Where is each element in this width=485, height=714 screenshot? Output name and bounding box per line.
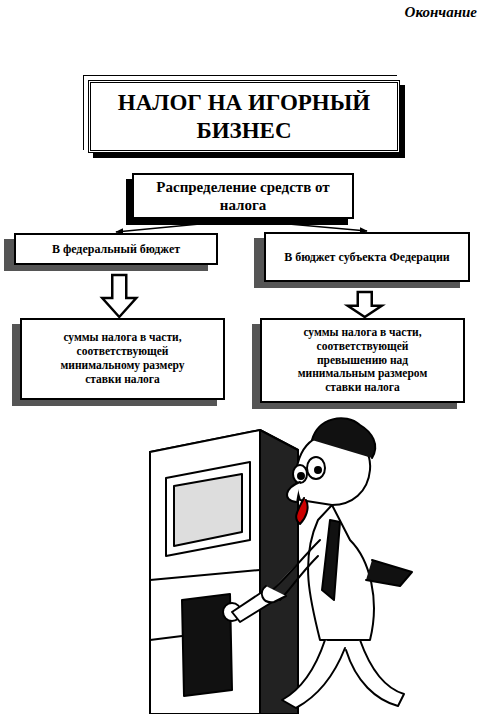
gambler-figure (262, 418, 412, 708)
arrow-line (116, 221, 231, 232)
tax-share-box: суммы налога в части, соответствующей ми… (20, 318, 225, 400)
block-arrow (102, 275, 136, 317)
tax-share-box: суммы налога в части, соответствующей пр… (260, 318, 465, 403)
slot-machine (150, 430, 298, 714)
budget-box: В федеральный бюджет (14, 233, 218, 265)
box-text: В федеральный бюджет (52, 242, 180, 256)
budget-box: В бюджет субъекта Федерации (264, 232, 470, 282)
box-text: суммы налога в части, соответствующей пр… (282, 326, 443, 395)
box-text: НАЛОГ НА ИГОРНЫЙ БИЗНЕС (103, 89, 385, 144)
title-box: НАЛОГ НА ИГОРНЫЙ БИЗНЕС (88, 80, 400, 153)
continuation-note: Окончание (405, 4, 477, 21)
box-text: Распределение средств от налога (142, 178, 344, 214)
distribution-box: Распределение средств от налога (132, 173, 354, 219)
box-text: суммы налога в части, соответствующей ми… (52, 331, 193, 386)
box-text: В бюджет субъекта Федерации (284, 250, 450, 264)
block-arrow (348, 292, 382, 317)
arrow-line (255, 221, 367, 231)
